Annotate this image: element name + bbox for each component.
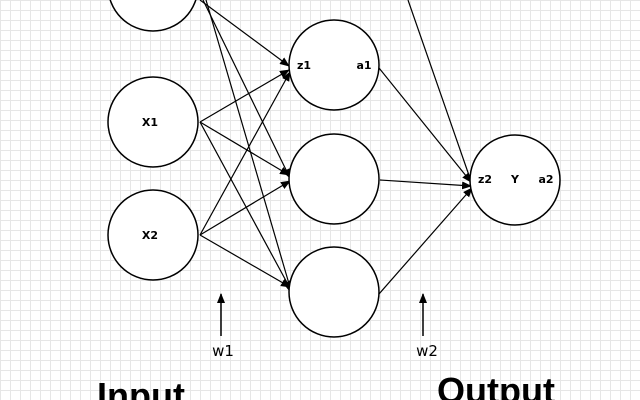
w1-label: w1 <box>212 342 234 360</box>
connection-line <box>407 0 473 185</box>
input-node-x2 <box>107 189 199 281</box>
z2-label: z2 <box>478 173 492 186</box>
input-title: Input <box>97 375 185 400</box>
w2-label: w2 <box>416 342 438 360</box>
connection-line <box>379 179 472 190</box>
connection-line <box>378 187 473 295</box>
input-node-x1 <box>107 76 199 168</box>
z1-label: z1 <box>297 59 311 72</box>
connection-line <box>199 0 290 67</box>
hidden-to-output-connections <box>378 0 473 295</box>
x2-label: X2 <box>142 229 158 242</box>
x1-label: X1 <box>142 116 158 129</box>
weight-indicators <box>217 293 427 336</box>
connection-line <box>199 234 291 288</box>
connection-line <box>378 67 472 183</box>
input-layer <box>107 0 199 281</box>
hidden-node-3 <box>288 246 380 338</box>
output-node <box>469 134 561 226</box>
connection-line <box>199 121 292 291</box>
output-title: Output <box>437 370 555 400</box>
hidden-layer <box>288 19 380 338</box>
connection-line <box>199 69 290 123</box>
connection-line <box>202 0 291 179</box>
hidden-node-1 <box>288 19 380 111</box>
connection-line <box>199 180 291 236</box>
connection-line <box>199 121 290 176</box>
hidden-node-2 <box>288 133 380 225</box>
a2-label: a2 <box>538 173 553 186</box>
a1-label: a1 <box>356 59 371 72</box>
input-node-top <box>109 0 197 32</box>
input-to-hidden-connections <box>199 0 294 295</box>
connection-line <box>199 71 291 236</box>
y-label: Y <box>510 173 520 186</box>
